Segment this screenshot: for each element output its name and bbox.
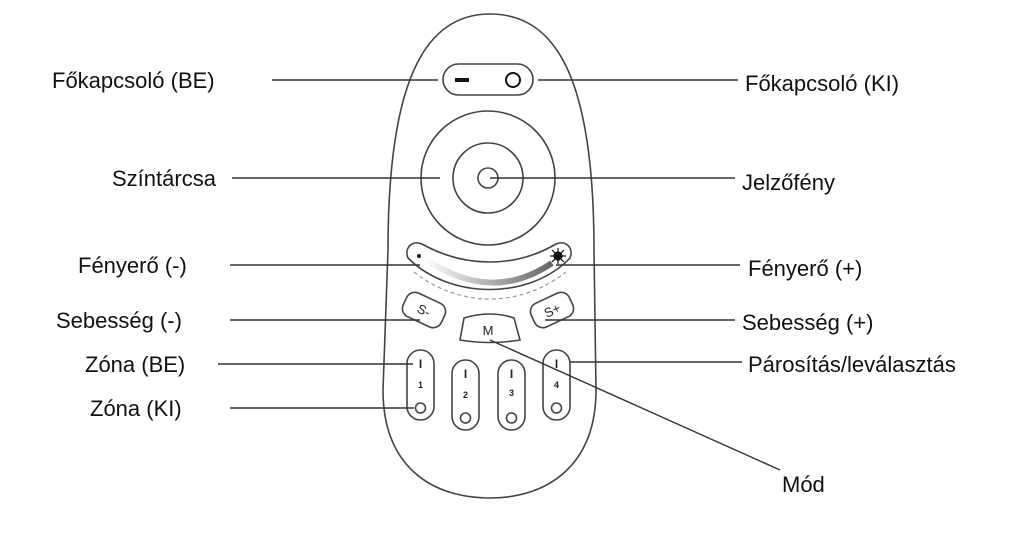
label-zone-off: Zóna (KI) bbox=[90, 396, 182, 421]
label-speed-down: Sebesség (-) bbox=[56, 308, 182, 333]
speed-down-button[interactable]: S- bbox=[399, 289, 448, 330]
mode-button[interactable]: M bbox=[459, 313, 522, 344]
label-power-on: Főkapcsoló (BE) bbox=[52, 68, 215, 93]
zone-3-buttons[interactable]: I 3 bbox=[497, 359, 526, 431]
label-indicator: Jelzőfény bbox=[742, 170, 835, 195]
zone-number: 1 bbox=[418, 380, 423, 390]
label-brightness-down: Fényerő (-) bbox=[78, 253, 187, 278]
zone-on-glyph: I bbox=[555, 357, 558, 371]
zone-number: 4 bbox=[554, 380, 559, 390]
label-pairing: Párosítás/leválasztás bbox=[748, 352, 956, 377]
label-brightness-up: Fényerő (+) bbox=[748, 256, 862, 281]
label-mode: Mód bbox=[782, 472, 825, 497]
brightness-high-icon bbox=[550, 248, 566, 264]
zone-number: 2 bbox=[463, 390, 468, 400]
label-power-off: Főkapcsoló (KI) bbox=[745, 71, 899, 96]
zone-on-glyph: I bbox=[419, 357, 422, 371]
power-buttons[interactable] bbox=[442, 63, 534, 96]
zone-1-buttons[interactable]: I 1 bbox=[406, 349, 435, 421]
speed-down-key: S- bbox=[415, 301, 433, 320]
label-color-wheel: Színtárcsa bbox=[112, 166, 217, 191]
mode-key: M bbox=[483, 323, 494, 338]
remote-body bbox=[382, 13, 597, 499]
zone-2-buttons[interactable]: I 2 bbox=[451, 359, 480, 431]
zone-number: 3 bbox=[509, 388, 514, 398]
zone-on-glyph: I bbox=[464, 367, 467, 381]
brightness-low-icon bbox=[417, 254, 421, 258]
brightness-slider[interactable] bbox=[406, 242, 572, 300]
label-zone-on: Zóna (BE) bbox=[85, 352, 185, 377]
speed-up-button[interactable]: S+ bbox=[527, 289, 576, 330]
zone-on-glyph: I bbox=[510, 367, 513, 381]
zone-4-buttons[interactable]: I 4 bbox=[542, 349, 571, 421]
label-speed-up: Sebesség (+) bbox=[742, 310, 873, 335]
power-off-icon[interactable] bbox=[505, 72, 521, 88]
leader-lines bbox=[218, 79, 781, 471]
speed-up-key: S+ bbox=[542, 300, 563, 320]
